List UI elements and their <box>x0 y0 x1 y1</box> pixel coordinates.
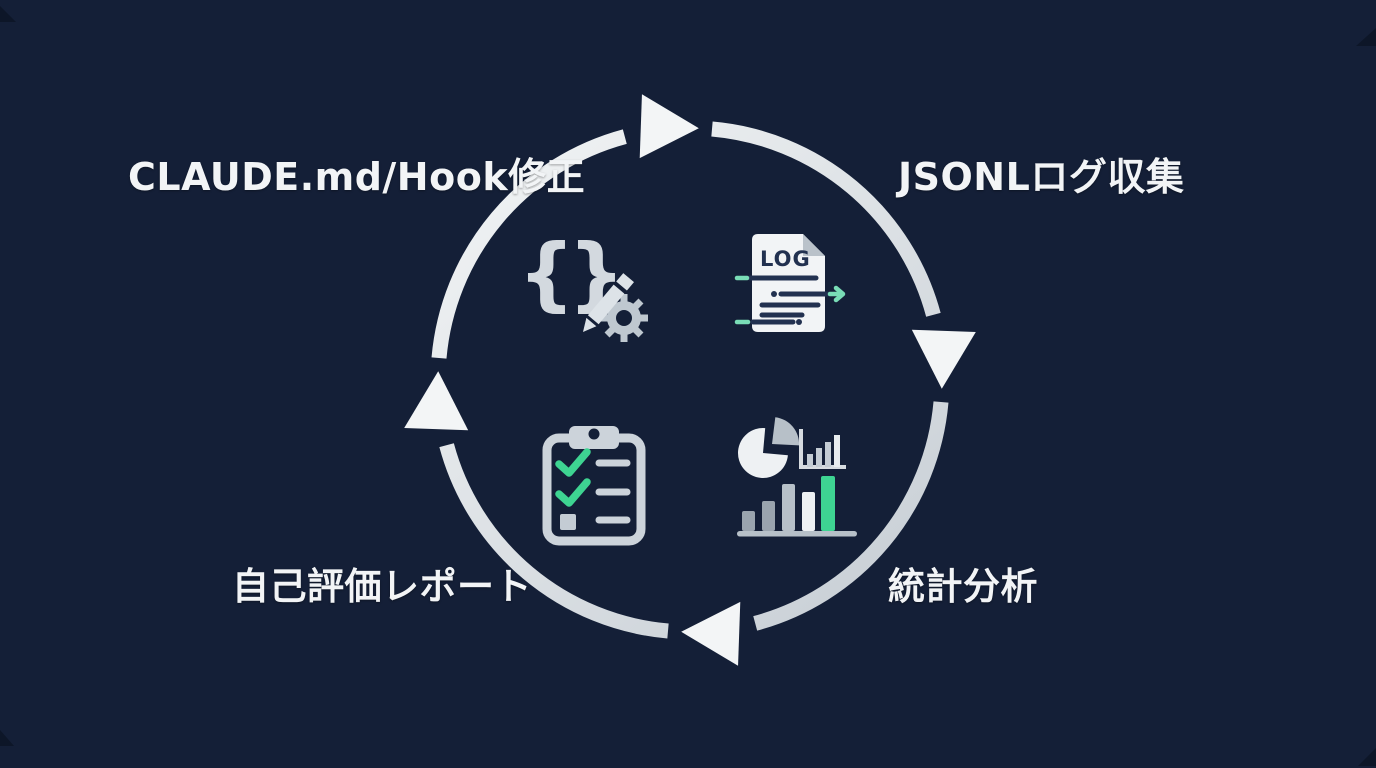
mini-chart-bars <box>807 435 840 467</box>
arrowhead-top-icon <box>639 94 699 159</box>
checklist-lines <box>595 459 631 524</box>
checkmarks <box>555 448 591 507</box>
pie-chart-main <box>737 428 788 479</box>
stage-label-statistical-analysis: 統計分析 <box>888 565 1038 608</box>
arrowhead-right-icon <box>911 329 976 389</box>
checkbox-square <box>560 514 576 530</box>
analytics-chart-icon <box>737 417 857 537</box>
corner-accent-top-left <box>0 6 16 22</box>
log-document-icon: LOG <box>734 234 846 332</box>
corner-accent-bottom-right <box>1358 748 1376 766</box>
pie-chart-slice <box>772 417 800 446</box>
stage-label-claude-md-hook-fix: CLAUDE.md/Hook修正 <box>128 155 586 199</box>
cycle-arc-top-left <box>431 129 627 359</box>
cycle-arc-bottom-left <box>439 443 669 639</box>
log-lines <box>747 275 831 325</box>
stage-label-self-evaluation-report: 自己評価レポート <box>232 565 532 608</box>
checklist-clipboard-icon <box>542 426 646 546</box>
pencil-icon <box>583 273 635 332</box>
cycle-arc-top-right <box>711 121 941 317</box>
clipboard-clip-hole <box>588 428 600 440</box>
log-accents <box>734 275 846 325</box>
arrowhead-left-icon <box>404 371 469 431</box>
arrowhead-bottom-icon <box>681 601 741 666</box>
corner-accent-top-right <box>1356 28 1376 46</box>
code-edit-icon: { } <box>518 227 648 342</box>
cycle-ring <box>431 121 949 639</box>
stage-label-jsonl-log-collection: JSONLログ収集 <box>898 155 1185 199</box>
gear-icon <box>600 294 648 342</box>
log-text: LOG <box>760 247 811 271</box>
document-fold-corner <box>803 234 825 256</box>
cycle-arrowheads <box>404 94 976 666</box>
bar-chart-baseline <box>737 531 857 537</box>
bar-chart-bars <box>742 476 835 531</box>
cycle-arc-bottom-right <box>753 401 949 631</box>
corner-accent-bottom-left <box>0 730 14 746</box>
brace-open-glyph: { <box>518 227 575 320</box>
